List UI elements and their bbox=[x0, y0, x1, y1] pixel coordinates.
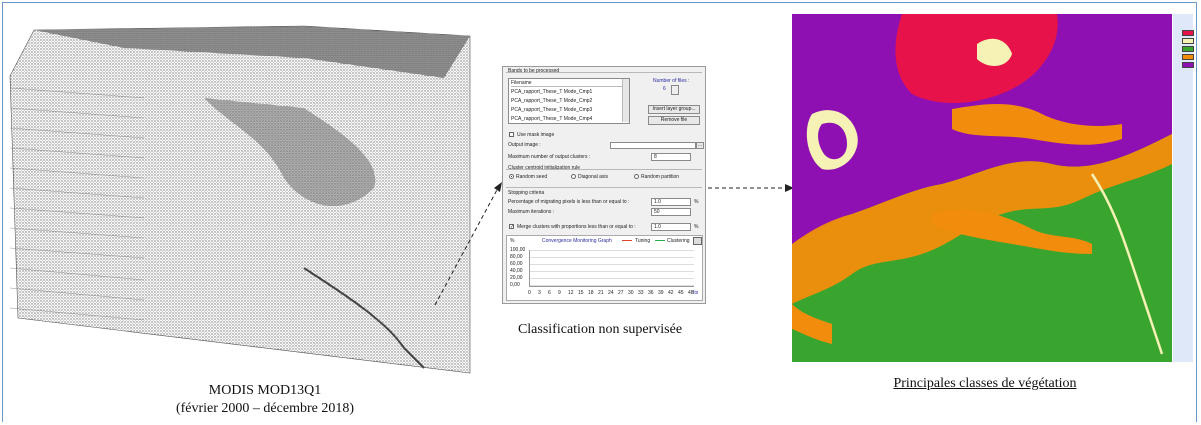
random-partition-radio[interactable] bbox=[634, 174, 639, 179]
clustering-legend-label: Clustering bbox=[667, 238, 690, 244]
x-tick: 45 bbox=[678, 290, 684, 296]
x-tick: 12 bbox=[568, 290, 574, 296]
vegetation-map bbox=[792, 14, 1172, 362]
output-image-label: Output image : bbox=[508, 142, 541, 148]
file-item[interactable]: PCA_rapport_These_T Mode_Cmp1 bbox=[511, 89, 593, 95]
y-tick: 20,00 bbox=[510, 275, 523, 281]
chart-options-icon[interactable] bbox=[693, 237, 702, 245]
pct-migrating-field[interactable]: 1.0 bbox=[651, 198, 691, 206]
map-legend-panel bbox=[1173, 14, 1193, 362]
classification-caption: Classification non supervisée bbox=[517, 322, 683, 337]
modis-caption-line2: (février 2000 – décembre 2018) bbox=[175, 401, 355, 416]
max-iterations-label: Maximum iterations : bbox=[508, 209, 555, 215]
random-partition-label: Random partition bbox=[641, 174, 680, 180]
diagonal-axis-label: Diagonal axis bbox=[578, 174, 609, 180]
x-tick: 18 bbox=[588, 290, 594, 296]
x-tick: 9 bbox=[558, 290, 561, 296]
file-item[interactable]: PCA_rapport_These_T Mode_Cmp4 bbox=[511, 116, 593, 122]
y-tick: 40,00 bbox=[510, 268, 523, 274]
y-tick: 100,00 bbox=[510, 247, 526, 253]
y-tick: 60,00 bbox=[510, 261, 523, 267]
x-tick: 0 bbox=[528, 290, 531, 296]
pct-migrating-label: Percentage of migrating pixels is less t… bbox=[508, 199, 630, 205]
num-files-label: Number of files : bbox=[653, 78, 690, 84]
x-tick: 15 bbox=[578, 290, 584, 296]
merge-unit: % bbox=[694, 224, 699, 230]
x-tick: 30 bbox=[628, 290, 634, 296]
arrow-to-dialog bbox=[434, 182, 502, 306]
arrow-to-map bbox=[708, 184, 794, 192]
pct-unit: % bbox=[694, 199, 699, 205]
merge-clusters-field[interactable]: 1.0 bbox=[651, 223, 691, 231]
y-tick: 80,00 bbox=[510, 254, 523, 260]
legend-swatch-green bbox=[1182, 46, 1194, 52]
x-tick: 39 bbox=[658, 290, 664, 296]
modis-image-stack bbox=[9, 25, 471, 374]
insert-layer-group-button[interactable]: Insert layer group... bbox=[648, 105, 700, 114]
merge-clusters-checkbox[interactable]: ✓ bbox=[509, 224, 515, 230]
random-seed-label: Random seed bbox=[516, 174, 548, 180]
max-iterations-field[interactable]: 50 bbox=[651, 208, 691, 216]
x-tick: 42 bbox=[668, 290, 674, 296]
num-files-value: 6 bbox=[663, 86, 666, 92]
file-list-header: Filename bbox=[511, 80, 627, 87]
stopping-criteria-label: Stopping criteria bbox=[508, 190, 545, 196]
graph-pct-label: % bbox=[510, 238, 515, 244]
tuning-legend-label: Tuning bbox=[635, 238, 651, 244]
use-mask-label: Use mask image bbox=[517, 132, 555, 138]
legend-swatch-orange bbox=[1182, 54, 1194, 60]
x-tick: 33 bbox=[638, 290, 644, 296]
modis-caption: MODIS MOD13Q1 (février 2000 – décembre 2… bbox=[150, 382, 380, 418]
x-tick: 3 bbox=[538, 290, 541, 296]
remove-file-button[interactable]: Remove file bbox=[648, 116, 700, 125]
x-tick: 36 bbox=[648, 290, 654, 296]
output-image-field[interactable] bbox=[610, 142, 696, 149]
use-mask-checkbox[interactable] bbox=[509, 132, 514, 137]
x-tick: 24 bbox=[608, 290, 614, 296]
max-clusters-label: Maximum number of output clusters : bbox=[508, 154, 591, 160]
clustering-legend-line bbox=[655, 240, 665, 241]
diagonal-axis-radio[interactable] bbox=[571, 174, 576, 179]
modis-caption-line1: MODIS MOD13Q1 bbox=[208, 383, 322, 398]
output-browse-button[interactable]: ... bbox=[696, 142, 704, 149]
y-tick: 0,00 bbox=[510, 282, 520, 288]
x-tick: 48 bbox=[688, 290, 694, 296]
merge-clusters-label: Merge clusters with proportions less tha… bbox=[517, 224, 636, 230]
init-rule-label: Cluster centroid initialization rule bbox=[508, 165, 580, 171]
vegetation-caption: Principales classes de végétation bbox=[893, 376, 1077, 391]
file-item[interactable]: PCA_rapport_These_T Mode_Cmp2 bbox=[511, 98, 593, 104]
graph-title: Convergence Monitoring Graph bbox=[542, 238, 612, 244]
x-tick: 21 bbox=[598, 290, 604, 296]
file-item[interactable]: PCA_rapport_These_T Mode_Cmp3 bbox=[511, 107, 593, 113]
max-clusters-field[interactable]: 8 bbox=[651, 153, 691, 161]
legend-swatch-purple bbox=[1182, 62, 1194, 68]
x-unit-label: Its bbox=[693, 290, 699, 296]
random-seed-radio[interactable] bbox=[509, 174, 514, 179]
x-tick: 27 bbox=[618, 290, 624, 296]
clustering-dialog: Bands to be processed Filename PCA_rappo… bbox=[502, 66, 706, 304]
legend-swatch-cream bbox=[1182, 38, 1194, 44]
file-list-scrollbar[interactable] bbox=[622, 79, 629, 122]
bands-group-label: Bands to be processed bbox=[508, 68, 560, 74]
convergence-graph: % Convergence Monitoring Graph Tuning Cl… bbox=[506, 235, 703, 301]
tuning-legend-line bbox=[622, 240, 632, 241]
num-files-spinner[interactable] bbox=[671, 85, 679, 95]
x-tick: 6 bbox=[548, 290, 551, 296]
file-list[interactable]: Filename PCA_rapport_These_T Mode_Cmp1 P… bbox=[508, 78, 630, 124]
graph-plot-area bbox=[529, 250, 694, 287]
legend-swatch-red bbox=[1182, 30, 1194, 36]
